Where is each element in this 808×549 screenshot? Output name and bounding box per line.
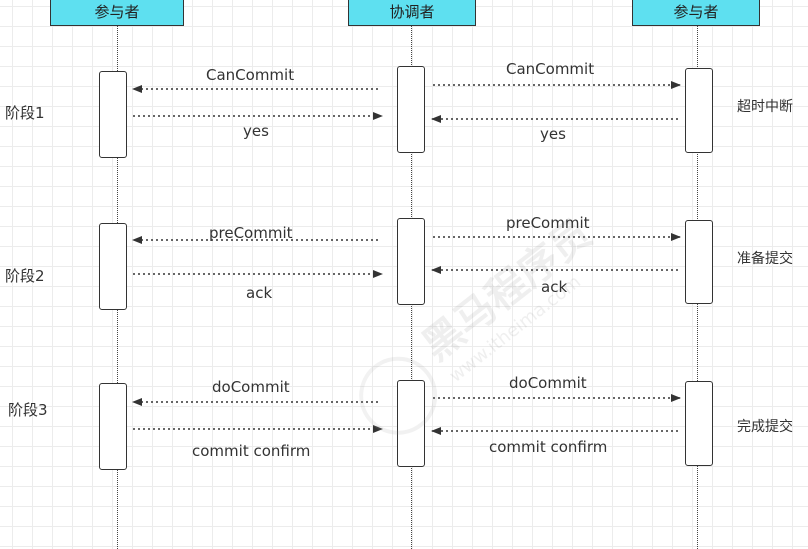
activation-coord-1 xyxy=(397,66,425,153)
activation-right-1 xyxy=(685,68,713,153)
message-label-p2-left-request: preCommit xyxy=(209,224,293,242)
message-label-p1-left-request: CanCommit xyxy=(206,66,295,84)
activation-right-3 xyxy=(685,381,713,466)
activation-left-1 xyxy=(99,71,127,158)
activation-left-3 xyxy=(99,383,127,470)
message-label-p2-left-response: ack xyxy=(246,284,273,302)
message-label-p2-right-request: preCommit xyxy=(506,214,590,232)
message-label-p3-left-response: commit confirm xyxy=(192,442,311,460)
note-timeout-abort: 超时中断 xyxy=(737,99,793,115)
phase-label-3: 阶段3 xyxy=(8,401,48,419)
message-label-p3-left-request: doCommit xyxy=(212,378,290,396)
message-label-p1-left-response: yes xyxy=(243,122,269,140)
message-label-p3-right-response: commit confirm xyxy=(489,438,608,456)
activation-coord-3 xyxy=(397,380,425,467)
note-commit-complete: 完成提交 xyxy=(737,419,793,435)
activation-right-2 xyxy=(685,220,713,304)
note-prepare-commit: 准备提交 xyxy=(737,251,793,267)
actor-participant-right: 参与者 xyxy=(632,0,760,26)
activation-left-2 xyxy=(99,223,127,310)
message-label-p3-right-request: doCommit xyxy=(509,374,587,392)
actor-participant-left: 参与者 xyxy=(50,0,184,26)
activation-coord-2 xyxy=(397,218,425,305)
phase-label-1: 阶段1 xyxy=(5,104,45,122)
message-label-p1-right-response: yes xyxy=(540,125,566,143)
message-label-p1-right-request: CanCommit xyxy=(506,60,595,78)
phase-label-2: 阶段2 xyxy=(5,267,45,285)
actor-coordinator: 协调者 xyxy=(348,0,476,26)
message-label-p2-right-response: ack xyxy=(541,278,568,296)
